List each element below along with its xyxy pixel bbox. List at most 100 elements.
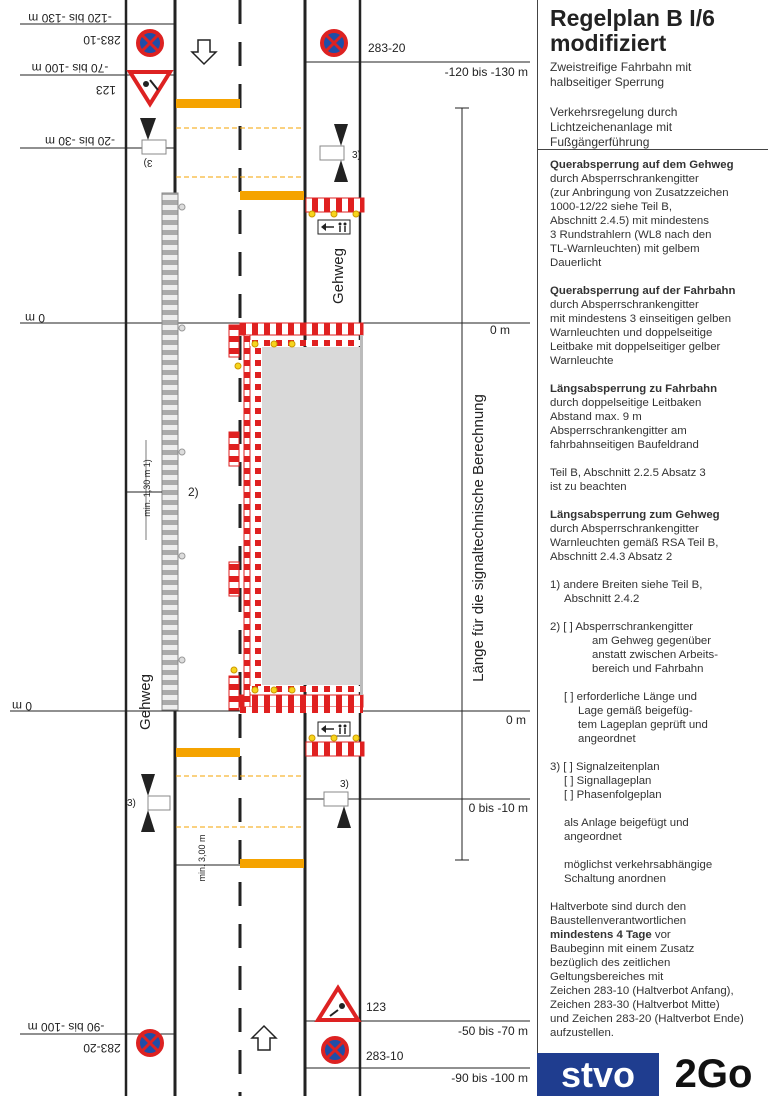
section-line: Warnleuchte [550,355,614,367]
arrow-up-icon [250,1024,278,1051]
sign-label-123-top: 123 [96,83,116,97]
note-2b: [ ] erforderliche Länge und Lage gemäß b… [564,691,708,745]
traffic-signal-icon [141,774,171,832]
section-line: Teil B, Abschnitt 2.2.5 Absatz 3 [550,467,706,479]
note-2: 2) [ ] Absperrschrankengitter am Gehweg … [550,621,718,675]
section-quer-gehweg: Querabsperrung auf dem Gehweg durch Absp… [550,158,758,270]
section-line: Abschnitt 2.4.5) mit mindestens [550,215,709,227]
zero-label-right-top: 0 m [490,323,510,337]
pedestrian-detour-sign-icon [317,219,351,235]
section-line: Abschnitt 2.4.3 Absatz 2 [550,551,673,563]
note-1: 1) andere Breiten siehe Teil B, Abschnit… [550,579,703,605]
legend-panel: Regelplan B I/6 modifiziert Zweistreifig… [537,0,768,1096]
dist-label-bottom-right-3: -90 bis -100 m [451,1071,528,1085]
arrow-down-icon [190,39,218,66]
logo-part-stvo: stvo [537,1053,659,1096]
guide-beacon-icon [228,561,240,597]
page-title: Regelplan B I/6 modifiziert [550,5,715,56]
section-line: durch Absperrschrankengitter [550,173,699,185]
section-line: 3 Rundstrahlern (WL8 nach den [550,229,712,241]
guide-beacon-icon [228,431,240,467]
gehweg-label-right: Gehweg [330,248,347,304]
no-stopping-sign-icon [136,29,164,57]
regulation-text: Verkehrsregelung durch Lichtzeichenanlag… [550,105,678,149]
footnote-3-label: 3) [352,150,361,161]
halt-note: Haltverbote sind durch den Baustellenver… [550,901,744,1039]
sign-label-283-10-bottom: 283-10 [366,1049,404,1063]
guide-beacon-icon [228,324,240,358]
section-line: Dauerlicht [550,257,602,269]
panel-header: Regelplan B I/6 modifiziert Zweistreifig… [538,0,768,150]
dist-label-bottom-right-1: 0 bis -10 m [469,801,528,815]
min-width-label-2: min. 3,00 m [197,834,207,881]
traffic-signal-icon [323,791,351,828]
section-line: TL-Warnleuchten) mit gelbem [550,243,700,255]
section-line: ist zu beachten [550,481,627,493]
stop-bar-top [176,99,240,108]
dist-label-bottom-right-2: -50 bis -70 m [458,1024,528,1038]
stop-bar-top-right [240,191,304,200]
section-line: durch doppelseitige Leitbaken [550,397,702,409]
sign-label-123-bottom: 123 [366,1000,386,1014]
dist-label-top-right: -120 bis -130 m [445,65,528,79]
logo-part-2go: 2Go [659,1053,768,1096]
footway-cross-barrier-bottom [305,741,365,757]
work-area-inner-top [250,340,363,346]
zero-label-right-bottom: 0 m [506,713,526,727]
zero-label-left-bottom: 0 m [12,699,32,713]
work-area-side-outer [243,334,251,708]
section-teil-b-note: Teil B, Abschnitt 2.2.5 Absatz 3 ist zu b… [550,466,758,494]
section-line: (zur Anbringung von Zusatzzeichen [550,187,729,199]
panel-body: Querabsperrung auf dem Gehweg durch Absp… [538,150,768,1040]
footway-longitudinal-barrier [161,192,179,711]
section-line: mit mindestens 3 einseitigen gelben [550,313,732,325]
section-line: Abstand max. 9 m [550,411,642,423]
no-stopping-sign-icon [320,29,348,57]
guide-beacon-icon [228,675,240,711]
traffic-plan-diagram: -120 bis -130 m 283-10 -70 bis -100 m 12… [10,0,530,1096]
min-width-label-1: min. 1,30 m 1) [142,459,152,517]
dist-label-top-left-3: -20 bis -30 m [45,134,115,148]
footnote-3-label: 3) [127,798,136,809]
footway-cross-barrier-top [305,197,365,213]
stop-bar-bottom [240,859,304,868]
section-line: Absperrschrankengitter am [550,425,687,437]
work-area-bottom-strip [240,707,363,713]
subtitle: Zweistreifige Fahrbahn mit halbseitiger … [550,60,692,89]
signal-length-label: Länge für die signaltechnische Berechnun… [470,394,487,682]
section-line: 1000-12/22 siehe Teil B, [550,201,673,213]
dist-label-top-left-2: -70 bis -100 m [32,61,109,75]
sign-label-283-20-top: 283-20 [368,41,406,55]
section-laengs-fahrbahn: Längsabsperrung zu Fahrbahn durch doppel… [550,382,758,452]
work-area-gehweg-top [305,322,364,336]
zero-label-left-top: 0 m [25,311,45,325]
section-line: durch Absperrschrankengitter [550,299,699,311]
work-area-field [262,347,363,685]
roadworks-warning-sign-icon [314,984,362,1022]
gehweg-label-left: Gehweg [137,674,154,730]
sign-label-283-10-top: 283-10 [83,33,121,47]
traffic-signal-icon [140,118,167,155]
no-stopping-sign-icon [136,1029,164,1057]
dist-label-top-left-1: -120 bis -130 m [28,11,111,25]
pedestrian-detour-sign-icon [317,721,351,737]
section-lines: Teil B, Abschnitt 2.2.5 Absatz 3 ist zu b… [550,466,758,494]
dist-label-bottom-left: -90 bis -100 m [28,1020,105,1034]
work-area-inner-bottom [250,686,363,692]
section-lines: durch Absperrschrankengitter mit mindeste… [550,298,758,368]
section-lines: durch Absperrschrankengitter (zur Anbring… [550,172,758,270]
footnote-2-label: 2) [188,485,199,499]
stvo2go-logo: stvo 2Go [537,1053,768,1096]
footnote-3-label: 3) [144,157,153,168]
section-line: fahrbahnseitigen Baufeldrand [550,439,699,451]
stop-bar-bottom-left [176,748,240,757]
traffic-signal-icon [319,124,348,182]
no-stopping-sign-icon [321,1036,349,1064]
work-area-inner-side [255,346,261,686]
section-line: Leitbake mit doppelseitiger gelber [550,341,721,353]
work-area-outer-bottom [239,694,364,708]
sign-label-283-20-bottom: 283-20 [83,1041,121,1055]
